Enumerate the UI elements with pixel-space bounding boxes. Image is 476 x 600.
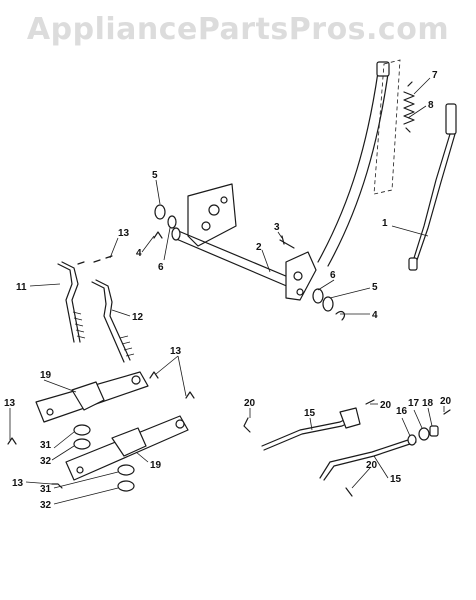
callout-13-left: 13 [4, 398, 16, 409]
rod-lower [319, 437, 417, 481]
callout-20-left: 20 [244, 398, 256, 409]
callout-31-upper: 31 [40, 440, 52, 451]
leader-lines [9, 77, 445, 505]
callout-12: 12 [132, 312, 144, 323]
lift-arm [285, 251, 317, 301]
callout-1: 1 [382, 218, 388, 229]
callout-4-right: 4 [372, 310, 378, 321]
lift-spring [403, 81, 415, 133]
callout-20-right: 20 [440, 396, 452, 407]
callout-32-upper: 32 [40, 456, 52, 467]
callout-20-lower: 20 [366, 460, 378, 471]
callout-15-upper: 15 [304, 408, 316, 419]
callout-13-top: 13 [118, 228, 130, 239]
callout-6-left: 6 [158, 262, 164, 273]
hanger-arm-upper [35, 371, 149, 423]
lift-handle [317, 59, 401, 267]
callout-31-lower: 31 [40, 484, 52, 495]
release-rod [408, 103, 457, 271]
callout-18: 18 [422, 398, 434, 409]
rod-upper [261, 407, 361, 451]
callout-5-left: 5 [152, 170, 158, 181]
pin-clips [7, 255, 195, 489]
washer-set-left [153, 204, 177, 239]
bolt [279, 235, 295, 249]
mounting-bracket [187, 183, 237, 247]
lift-link-12 [91, 279, 135, 363]
callout-7: 7 [432, 70, 438, 81]
callout-6-right: 6 [330, 270, 336, 281]
callout-2: 2 [256, 242, 262, 253]
callout-8: 8 [428, 100, 434, 111]
callout-20-upper: 20 [380, 400, 392, 411]
callout-4-left: 4 [136, 248, 142, 259]
bushings [73, 424, 135, 492]
clip-hardware [243, 399, 451, 497]
callout-11: 11 [16, 282, 27, 293]
callout-16: 16 [396, 406, 408, 417]
callout-15-lower: 15 [390, 474, 402, 485]
callout-13-right: 13 [170, 346, 182, 357]
lift-link-11 [57, 261, 86, 343]
callout-3: 3 [274, 222, 280, 233]
watermark-logo: AppliancePartsPros.com [26, 12, 450, 47]
callout-32-lower: 32 [40, 500, 52, 511]
cross-shaft [171, 227, 301, 291]
callout-19-lower: 19 [150, 460, 162, 471]
washer-set-right [312, 288, 346, 321]
callout-19-upper: 19 [40, 370, 52, 381]
hanger-arm-lower [65, 415, 189, 481]
callout-17: 17 [408, 398, 420, 409]
callout-13-bottom: 13 [12, 478, 24, 489]
callout-labels: 1 2 3 4 4 5 5 6 6 7 8 11 12 13 13 13 13 … [4, 70, 452, 511]
callout-5-right: 5 [372, 282, 378, 293]
